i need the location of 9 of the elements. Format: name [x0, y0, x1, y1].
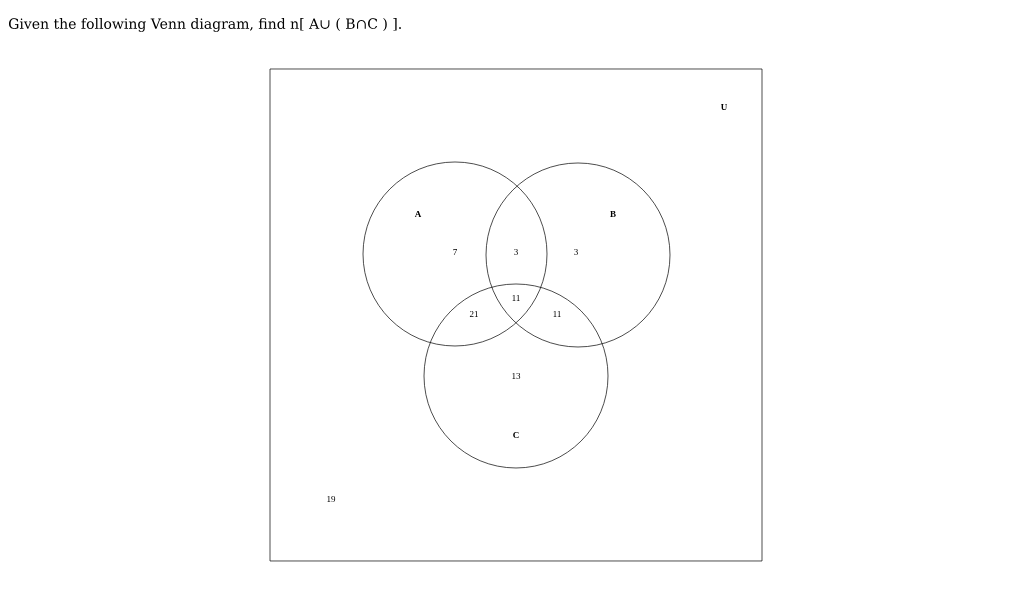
region-count: 3 — [574, 248, 578, 255]
region-count: 13 — [512, 372, 521, 379]
question-text: Given the following Venn diagram, find n[ A∪ ( B∩C ) ]. — [9, 18, 401, 32]
region-count: 11 — [553, 311, 561, 317]
region-count: 7 — [453, 249, 457, 255]
region-count: 3 — [514, 248, 518, 255]
region-count: 19 — [327, 495, 336, 502]
region-count: 11 — [512, 295, 520, 301]
region-count: 21 — [469, 311, 478, 317]
